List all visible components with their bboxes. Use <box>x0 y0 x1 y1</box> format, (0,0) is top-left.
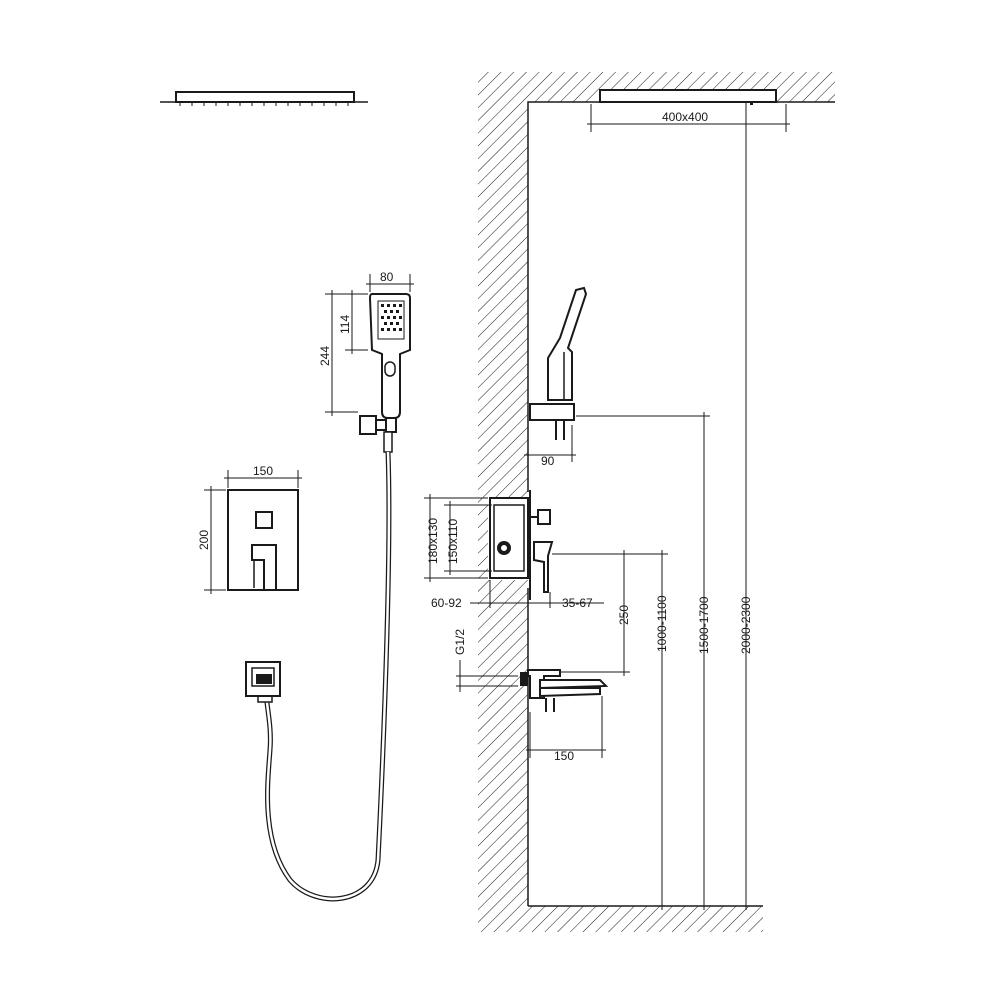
handheld-shower <box>359 293 411 435</box>
dim-handheld-head: 114 <box>338 315 352 334</box>
box-dimensions: 180x130 150x110 60-92 35-67 <box>424 494 604 610</box>
shower-head-dimension: 400x400 <box>587 104 790 132</box>
dim-handheld-width: 80 <box>380 270 394 284</box>
floor-hatch <box>528 906 763 932</box>
dim-mixer-projection: 35-67 <box>562 596 593 610</box>
dim-shower-head-size: 400x400 <box>662 110 708 124</box>
bath-spout <box>520 669 609 712</box>
spout-dimensions: G1/2 150 250 <box>453 550 631 763</box>
dim-plate-width: 150 <box>253 464 273 478</box>
plate-dimensions: 150 200 <box>197 464 302 594</box>
dim-mixer-spout: 250 <box>617 605 631 625</box>
handheld-dimensions: 80 114 244 <box>318 270 414 416</box>
holder-dimension: 90 <box>524 425 576 468</box>
concealed-box <box>489 490 554 600</box>
height-dimensions: 1000-1100 1500-1700 2000-2300 <box>552 102 753 910</box>
dim-ceiling-height: 2000-2300 <box>739 596 753 654</box>
dim-box-inner: 150x110 <box>446 519 460 564</box>
dim-box-outer: 180x130 <box>426 518 440 564</box>
dim-holder-offset: 90 <box>541 454 555 468</box>
mixer-trim-plate <box>227 489 299 591</box>
dim-mixer-height: 1000-1100 <box>655 595 669 652</box>
wall-section <box>478 72 835 932</box>
handheld-side <box>529 286 588 440</box>
wall-outlet <box>245 661 281 697</box>
dim-handheld-total: 244 <box>318 346 332 366</box>
dim-holder-height: 1500-1700 <box>697 596 711 654</box>
shower-head-side <box>599 89 777 105</box>
shower-head-front <box>160 91 368 106</box>
dim-box-depth: 60-92 <box>431 596 462 610</box>
dim-spout-length: 150 <box>554 749 574 763</box>
dim-thread: G1/2 <box>453 629 467 655</box>
dim-plate-height: 200 <box>197 530 211 550</box>
